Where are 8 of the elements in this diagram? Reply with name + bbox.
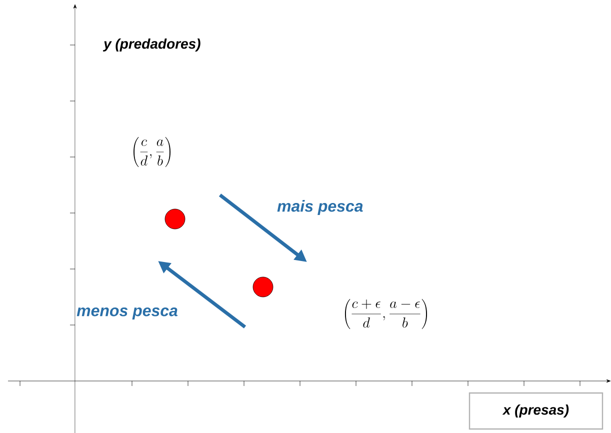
axis-label: y (predadores) bbox=[102, 38, 200, 52]
axis-label-box: x (presas) bbox=[468, 392, 604, 430]
point-dot bbox=[252, 276, 274, 298]
point-coordinates: $\left(\frac{c+\epsilon}{d},\frac{a-\epsilon}{b}\right)$ bbox=[344, 298, 428, 329]
edge-label: mais pesca bbox=[277, 200, 363, 215]
edge-label: menos pesca bbox=[76, 308, 178, 320]
point-dot bbox=[164, 208, 186, 230]
point-coordinates: $\left(\frac{c}{d},\frac{a}{b}\right)$ bbox=[134, 137, 170, 167]
